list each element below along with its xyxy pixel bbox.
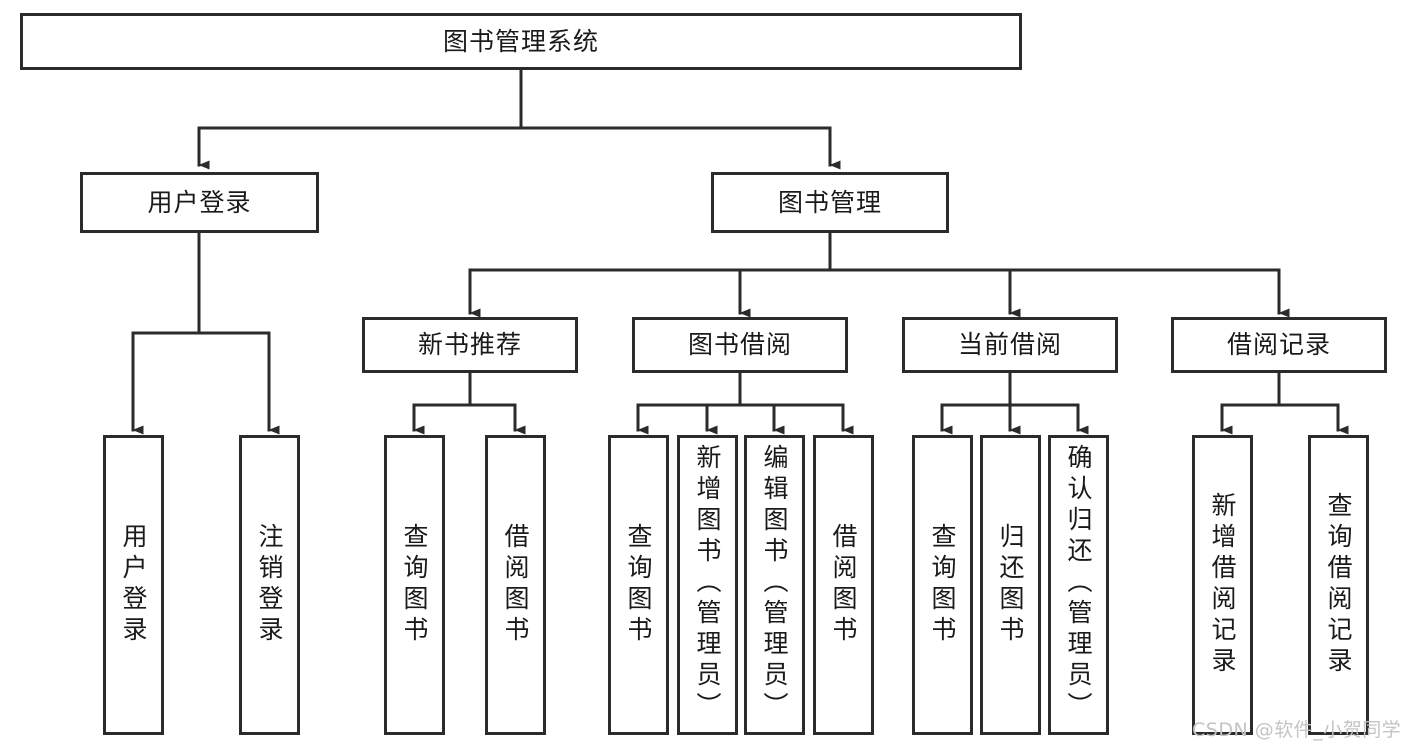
node-leaf-edit-book-label: 编辑图书（管理员） (760, 444, 789, 723)
node-borrow-record-label: 借阅记录 (1226, 330, 1331, 360)
node-root[interactable]: 图书管理系统 (20, 13, 1022, 70)
node-leaf-user-login[interactable]: 用户登录 (103, 435, 164, 735)
node-leaf-user-login-label: 用户登录 (119, 523, 148, 647)
node-root-label: 图书管理系统 (442, 26, 599, 56)
node-leaf-add-record-label: 新增借阅记录 (1208, 492, 1237, 678)
node-leaf-confirm-return[interactable]: 确认归还（管理员） (1048, 435, 1109, 735)
node-leaf-query-record-label: 查询借阅记录 (1324, 492, 1353, 678)
node-current-borrow-label: 当前借阅 (957, 330, 1062, 360)
node-leaf-return-book[interactable]: 归还图书 (980, 435, 1041, 735)
node-leaf-query-book-1-label: 查询图书 (400, 523, 429, 647)
node-book-borrow-label: 图书借阅 (687, 330, 792, 360)
node-borrow-record[interactable]: 借阅记录 (1171, 317, 1387, 373)
node-leaf-query-book-2-label: 查询图书 (624, 523, 653, 647)
node-user-login-label: 用户登录 (147, 187, 252, 217)
node-leaf-borrow-book-2-label: 借阅图书 (829, 523, 858, 647)
node-leaf-add-book-label: 新增图书（管理员） (693, 444, 722, 723)
node-leaf-borrow-book-1-label: 借阅图书 (501, 523, 530, 647)
node-leaf-borrow-book-2[interactable]: 借阅图书 (813, 435, 874, 735)
node-leaf-edit-book[interactable]: 编辑图书（管理员） (744, 435, 805, 735)
node-leaf-query-book-3[interactable]: 查询图书 (912, 435, 973, 735)
node-book-manage-label: 图书管理 (777, 187, 882, 217)
node-leaf-query-book-3-label: 查询图书 (928, 523, 957, 647)
node-leaf-add-record[interactable]: 新增借阅记录 (1192, 435, 1253, 735)
node-leaf-add-book[interactable]: 新增图书（管理员） (677, 435, 738, 735)
node-leaf-query-book-1[interactable]: 查询图书 (384, 435, 445, 735)
node-leaf-return-book-label: 归还图书 (996, 523, 1025, 647)
node-current-borrow[interactable]: 当前借阅 (902, 317, 1118, 373)
node-book-borrow[interactable]: 图书借阅 (632, 317, 848, 373)
node-new-book-recommend[interactable]: 新书推荐 (362, 317, 578, 373)
node-user-login[interactable]: 用户登录 (80, 172, 319, 233)
node-leaf-confirm-return-label: 确认归还（管理员） (1064, 444, 1093, 723)
node-new-book-recommend-label: 新书推荐 (417, 330, 522, 360)
watermark: CSDN @软件_小贺同学 (1192, 719, 1402, 741)
node-leaf-user-logout-label: 注销登录 (255, 523, 284, 647)
node-leaf-borrow-book-1[interactable]: 借阅图书 (485, 435, 546, 735)
node-leaf-user-logout[interactable]: 注销登录 (239, 435, 300, 735)
node-leaf-query-book-2[interactable]: 查询图书 (608, 435, 669, 735)
node-book-manage[interactable]: 图书管理 (711, 172, 949, 233)
node-leaf-query-record[interactable]: 查询借阅记录 (1308, 435, 1369, 735)
